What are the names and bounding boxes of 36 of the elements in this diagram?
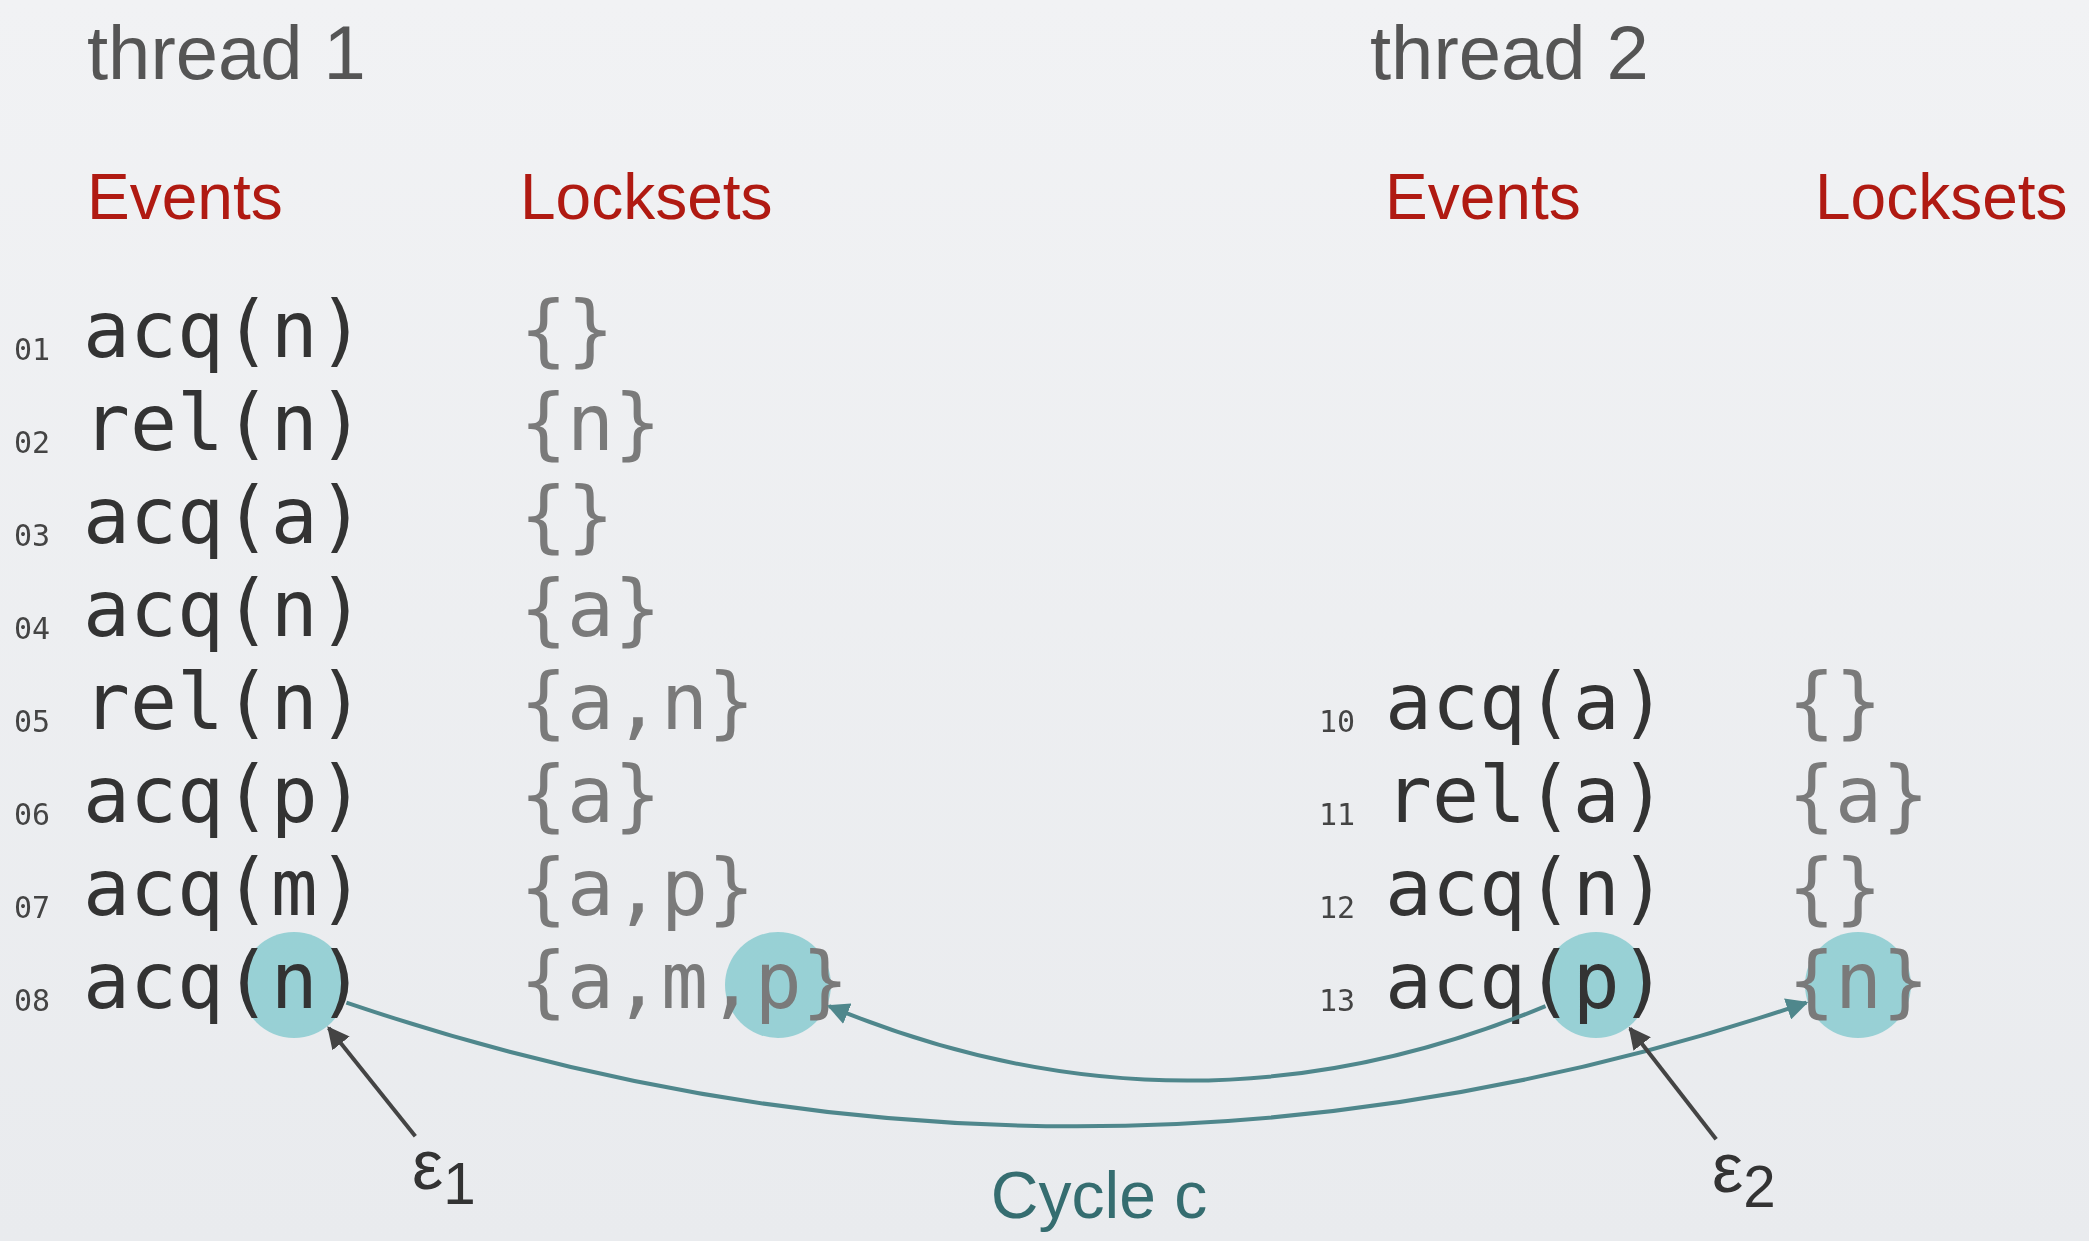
line-number: 03 — [14, 521, 51, 551]
column-heading: Events — [1385, 165, 1581, 229]
thread-heading: thread 2 — [1370, 15, 1649, 91]
line-number: 10 — [1319, 707, 1356, 737]
thread-heading: thread 1 — [87, 15, 366, 91]
lockset-text: {} — [520, 477, 614, 555]
line-number: 08 — [14, 986, 51, 1016]
lockset-text: {a} — [520, 570, 661, 648]
epsilon-label: ε$_{2}$ — [1712, 1133, 1776, 1217]
column-heading: Locksets — [1815, 165, 2068, 229]
column-heading: Locksets — [520, 165, 773, 229]
arrow — [345, 998, 1809, 1129]
line-number: 07 — [14, 893, 51, 923]
event-text: rel(n) — [83, 384, 365, 462]
event-text: rel(n) — [83, 663, 365, 741]
lockset-text: {} — [520, 291, 614, 369]
line-number: 04 — [14, 614, 51, 644]
line-number: 05 — [14, 707, 51, 737]
line-number: 11 — [1319, 800, 1356, 830]
column-heading: Events — [87, 165, 283, 229]
lockset-text: {} — [1788, 663, 1882, 741]
line-number: 01 — [14, 335, 51, 365]
lockset-text: {n} — [520, 384, 661, 462]
epsilon-label: ε$_{1}$ — [412, 1130, 476, 1214]
line-number: 02 — [14, 428, 51, 458]
lockset-text: {a} — [1788, 756, 1929, 834]
line-number: 12 — [1319, 893, 1356, 923]
event-text: rel(a) — [1385, 756, 1667, 834]
lockset-text: {a,n} — [520, 663, 755, 741]
line-number: 13 — [1319, 986, 1356, 1016]
arrow — [327, 1026, 417, 1138]
lockset-text: {a} — [520, 756, 661, 834]
arrow — [827, 1002, 1547, 1083]
lockset-text: {} — [1788, 849, 1882, 927]
arrow — [1628, 1026, 1718, 1141]
line-number: 06 — [14, 800, 51, 830]
